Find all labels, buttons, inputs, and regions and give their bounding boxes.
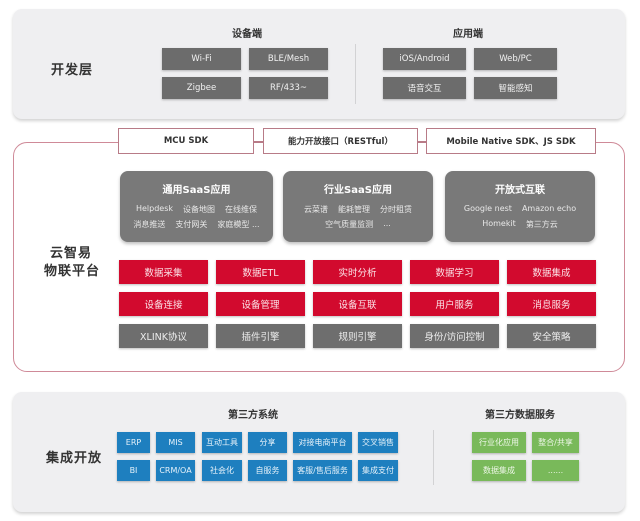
dev-layer-panel: 开发层 设备端 Wi-Fi BLE/Mesh Zigbee RF/433~ 应用…: [13, 9, 625, 119]
grid-data-integration: 数据集成: [507, 260, 596, 284]
system-chip-mis: MIS: [156, 432, 195, 453]
app-chip-ios-android: iOS/Android: [383, 48, 466, 70]
grid-data-learning: 数据学习: [410, 260, 499, 284]
saas-item: 设备地图: [183, 205, 216, 214]
app-chip-voice: 语音交互: [383, 77, 466, 99]
saas-item: Helpdesk: [135, 204, 174, 213]
saas-item: 在线维保: [225, 205, 258, 214]
system-chip-cross-sell: 交叉销售: [358, 432, 398, 453]
grid-security-policy: 安全策略: [507, 324, 596, 348]
saas-card-title: 开放式互联: [495, 185, 545, 196]
grid-user-service: 用户服务: [410, 292, 499, 316]
saas-item: Homekit: [482, 219, 516, 228]
saas-card-industry: 行业SaaS应用 云菜谱 能耗管理 分时租赁 空气质量监测 ...: [283, 171, 433, 242]
grid-realtime-analysis: 实时分析: [313, 260, 402, 284]
system-chip-bi: BI: [117, 460, 150, 481]
system-chip-erp: ERP: [117, 432, 150, 453]
saas-item: Amazon echo: [521, 204, 577, 213]
third-party-data-title: 第三方数据服务: [485, 410, 555, 421]
saas-item: 分时租赁: [380, 205, 412, 214]
grid-device-interconnect: 设备互联: [313, 292, 402, 316]
system-chip-self-service: 自服务: [248, 460, 287, 481]
saas-item: 家庭模型 ...: [217, 220, 260, 229]
sdk-connector-2: [417, 141, 427, 143]
sdk-box-mcu: MCU SDK: [118, 128, 254, 154]
grid-data-collection: 数据采集: [119, 260, 208, 284]
saas-card-open-interconnect: 开放式互联 Google nest Amazon echo Homekit 第三…: [445, 171, 595, 242]
app-chip-web-pc: Web/PC: [474, 48, 557, 70]
platform-label-line1: 云智易: [50, 246, 93, 261]
saas-item: 第三方云: [525, 220, 558, 229]
integration-divider: [433, 430, 434, 485]
system-chip-payment: 集成支付: [358, 460, 398, 481]
saas-card-title: 行业SaaS应用: [324, 185, 392, 196]
saas-card-title: 通用SaaS应用: [162, 185, 231, 196]
system-chip-customer-service: 客服/售后服务: [293, 460, 352, 481]
data-chip-industry-app: 行业化应用: [472, 432, 526, 453]
grid-device-management: 设备管理: [216, 292, 305, 316]
app-chip-sensing: 智能感知: [474, 77, 557, 99]
system-chip-share: 分享: [248, 432, 287, 453]
device-side-title: 设备端: [232, 29, 262, 40]
sdk-connector-1: [253, 141, 263, 143]
grid-device-connection: 设备连接: [119, 292, 208, 316]
grid-plugin-engine: 插件引擎: [216, 324, 305, 348]
sdk-box-restful: 能力开放接口（RESTful）: [263, 128, 418, 154]
saas-item: 能耗管理: [338, 205, 370, 214]
saas-item: Google nest: [463, 204, 512, 213]
saas-item: 消息推送: [133, 220, 166, 229]
sdk-box-mobile-js: Mobile Native SDK、JS SDK: [426, 128, 596, 154]
dev-layer-label: 开发层: [51, 63, 94, 78]
system-chip-crm-oa: CRM/OA: [156, 460, 195, 481]
grid-message-service: 消息服务: [507, 292, 596, 316]
app-side-title: 应用端: [453, 29, 483, 40]
data-chip-more: ......: [532, 460, 579, 481]
platform-label-line2: 物联平台: [44, 264, 101, 279]
dev-layer-divider: [355, 44, 356, 104]
device-chip-ble: BLE/Mesh: [249, 48, 328, 70]
saas-item: 支付网关: [175, 220, 208, 229]
grid-xlink-protocol: XLINK协议: [119, 324, 208, 348]
system-chip-interactive-tools: 互动工具: [202, 432, 242, 453]
integration-label: 集成开放: [46, 451, 103, 466]
grid-data-etl: 数据ETL: [216, 260, 305, 284]
integration-panel: 集成开放 第三方系统 ERP MIS 互动工具 分享 对接电商平台 交叉销售 B…: [13, 392, 625, 512]
device-chip-zigbee: Zigbee: [162, 77, 241, 99]
system-chip-social: 社会化: [202, 460, 242, 481]
grid-identity-access-control: 身份/访问控制: [410, 324, 499, 348]
data-chip-integrate-share: 整合/共享: [532, 432, 579, 453]
data-chip-data-integration: 数据集成: [472, 460, 526, 481]
saas-item: ...: [383, 219, 391, 228]
system-chip-ecommerce: 对接电商平台: [293, 432, 352, 453]
saas-item: 空气质量监测: [325, 220, 374, 229]
saas-item: 云菜谱: [304, 205, 328, 214]
third-party-systems-title: 第三方系统: [228, 410, 278, 421]
saas-card-general: 通用SaaS应用 Helpdesk 设备地图 在线维保 消息推送 支付网关 家庭…: [120, 171, 273, 242]
grid-rule-engine: 规则引擎: [313, 324, 402, 348]
device-chip-wifi: Wi-Fi: [162, 48, 241, 70]
device-chip-rf: RF/433~: [249, 77, 328, 99]
